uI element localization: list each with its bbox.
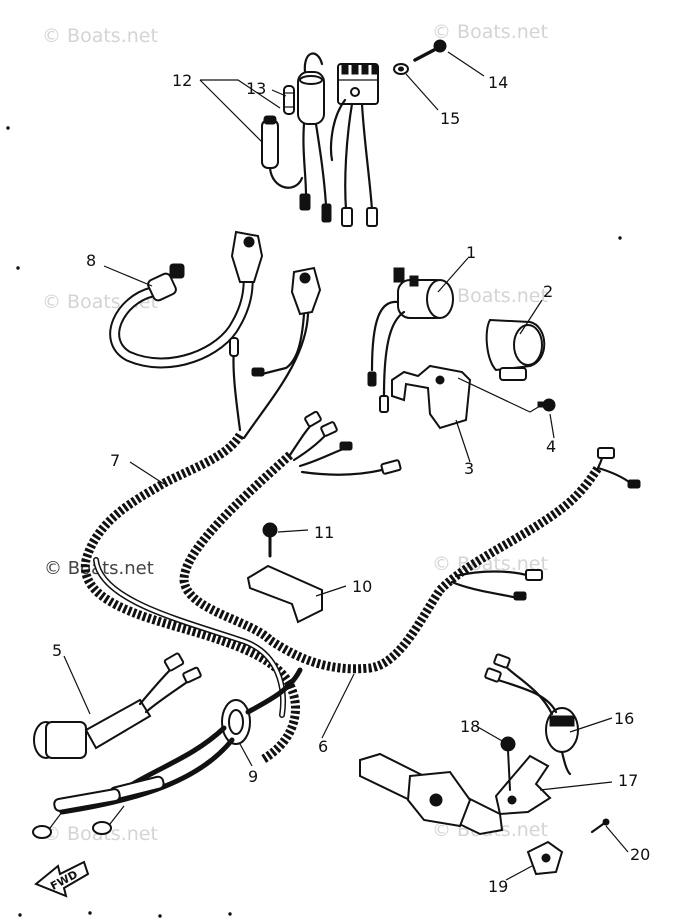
part-13-fuse xyxy=(283,85,295,115)
part-1-starter-relay xyxy=(367,267,454,413)
leader-lines xyxy=(63,51,629,881)
part-20-pin xyxy=(590,818,610,834)
callout-15: 15 xyxy=(440,109,460,128)
part-19-clip xyxy=(526,840,564,876)
part-16-switch xyxy=(484,653,579,776)
watermark-top-left: © Boats.net xyxy=(42,25,158,47)
part-15-washer xyxy=(393,63,409,75)
callout-6: 6 xyxy=(318,737,328,756)
callout-19: 19 xyxy=(488,877,508,896)
part-14-screw xyxy=(413,39,447,62)
watermark-upper-right: © Boats.net xyxy=(432,285,548,307)
callout-20: 20 xyxy=(630,845,650,864)
callout-4: 4 xyxy=(546,437,556,456)
callout-9: 9 xyxy=(248,767,258,786)
callout-17: 17 xyxy=(618,771,638,790)
part-18-screw xyxy=(500,736,516,791)
fwd-arrow: FWD xyxy=(34,860,90,898)
part-5-plug-connector xyxy=(33,652,202,759)
callout-8: 8 xyxy=(86,251,96,270)
part-7-cable-upper xyxy=(229,266,322,440)
callout-1: 1 xyxy=(466,243,476,262)
callout-13: 13 xyxy=(246,79,266,98)
watermark-top-right: © Boats.net xyxy=(432,21,548,43)
watermark-middle-right: © Boats.net xyxy=(432,553,548,575)
callout-18: 18 xyxy=(460,717,480,736)
part-10-harness-clamp xyxy=(246,564,323,624)
callout-7: 7 xyxy=(110,451,120,470)
part-4-bolt xyxy=(537,398,556,412)
callout-14: 14 xyxy=(488,73,508,92)
callout-11: 11 xyxy=(314,523,334,542)
part-6-harness xyxy=(179,410,641,674)
part-12-rectifier-assembly xyxy=(261,52,379,227)
part-2-relay-holder xyxy=(485,318,546,381)
shift-rod xyxy=(359,752,504,836)
part-7-main-harness xyxy=(80,432,300,764)
callout-10: 10 xyxy=(352,577,372,596)
callout-12: 12 xyxy=(172,71,192,90)
part-8-battery-cable xyxy=(109,230,264,369)
callout-3: 3 xyxy=(464,459,474,478)
part-9-grommet xyxy=(32,667,303,839)
callout-5: 5 xyxy=(52,641,62,660)
callout-2: 2 xyxy=(543,282,553,301)
scan-specks xyxy=(6,126,622,918)
part-17-plate xyxy=(494,754,552,816)
part-3-bracket xyxy=(391,364,472,430)
part-11-screw xyxy=(262,522,278,558)
callout-labels: 1 2 3 4 5 6 7 8 9 10 11 12 13 14 15 16 1… xyxy=(52,71,650,896)
callout-16: 16 xyxy=(614,709,634,728)
